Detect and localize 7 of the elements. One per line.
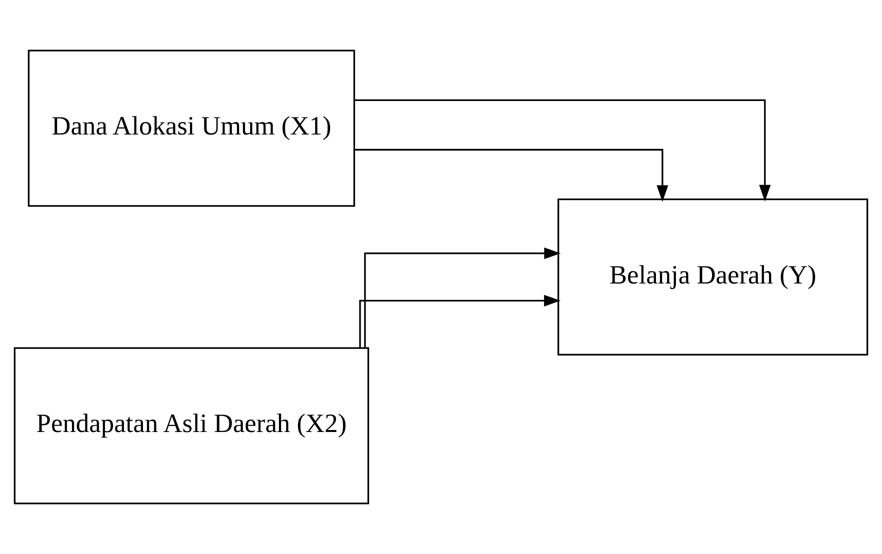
arrow [354, 148, 668, 202]
arrow [359, 294, 561, 348]
node-box: Pendapatan Asli Daerah (X2) [14, 347, 370, 504]
arrow [354, 99, 771, 202]
node-box: Belanja Daerah (Y) [558, 198, 868, 356]
node-box: Dana Alokasi Umum (X1) [28, 50, 356, 207]
arrow [364, 248, 561, 348]
